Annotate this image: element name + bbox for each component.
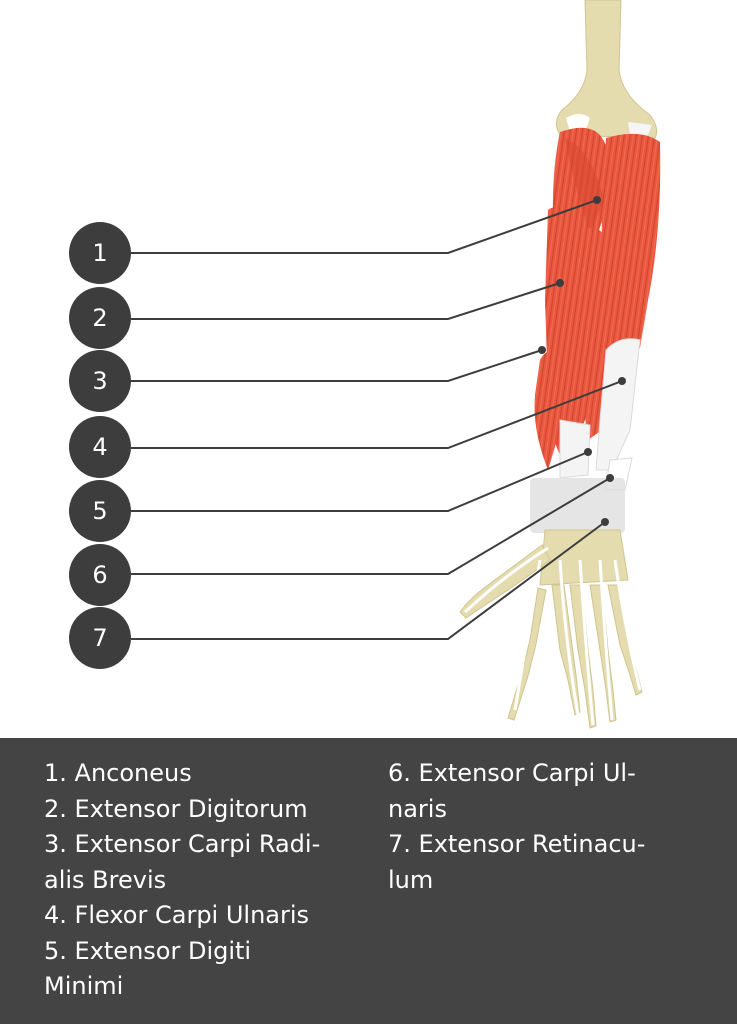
- legend-panel: 1. Anconeus 2. Extensor Digitorum 3. Ext…: [0, 738, 737, 1024]
- leader-dot-4: [618, 377, 626, 385]
- legend-column-right: 6. Extensor Carpi Ul- naris 7. Extensor …: [388, 756, 708, 898]
- marker-2: 2: [69, 287, 131, 349]
- legend-item-3-line-2: alis Brevis: [44, 865, 167, 894]
- legend-item-4: 4. Flexor Carpi Ulnaris: [44, 901, 310, 929]
- legend-item-6-line-1: 6. Extensor Carpi Ul-: [388, 759, 636, 787]
- legend-item-1: 1. Anconeus: [44, 759, 192, 787]
- marker-4: 4: [69, 416, 131, 478]
- leader-dot-5: [584, 448, 592, 456]
- leader-line-1: [131, 199, 598, 254]
- marker-5: 5: [69, 480, 131, 542]
- forearm-illustration: [131, 0, 661, 729]
- leader-line-5: [131, 451, 589, 512]
- medial-muscle-group: [581, 133, 661, 440]
- leader-dots: [538, 196, 626, 526]
- tendons: [559, 338, 641, 491]
- leader-dot-2: [556, 279, 564, 287]
- hand-bones: [459, 529, 643, 729]
- leader-line-7: [131, 521, 606, 640]
- leader-line-3: [131, 349, 543, 382]
- leader-dot-6: [606, 474, 614, 482]
- legend-item-5-line-1: 5. Extensor Digiti: [44, 936, 252, 965]
- legend-item-2: 2. Extensor Digitorum: [44, 794, 308, 823]
- leader-line-4: [131, 380, 623, 449]
- marker-3: 3: [69, 350, 131, 412]
- hand-tendons: [463, 546, 642, 726]
- marker-6: 6: [69, 544, 131, 606]
- legend-item-6-line-2: naris: [388, 794, 447, 823]
- humerus-bone: [556, 0, 658, 139]
- marker-1: 1: [69, 222, 131, 284]
- leader-dot-7: [601, 518, 609, 526]
- leader-dot-1: [593, 196, 601, 204]
- leader-lines: [131, 199, 623, 640]
- legend-item-5-line-2: Minimi: [44, 972, 124, 1000]
- legend-item-3-line-1: 3. Extensor Carpi Radi-: [44, 830, 321, 858]
- marker-7: 7: [69, 607, 131, 669]
- legend-item-7-line-1: 7. Extensor Retinacu-: [388, 830, 646, 858]
- leader-dot-3: [538, 346, 546, 354]
- retinaculum-band: [530, 478, 625, 533]
- forearm-diagram: 1 2 3 4 5 6 7: [69, 0, 661, 729]
- leader-line-6: [131, 477, 611, 575]
- legend-item-7-line-2: lum: [388, 865, 434, 894]
- leader-line-2: [131, 282, 561, 320]
- legend-column-left: 1. Anconeus 2. Extensor Digitorum 3. Ext…: [44, 756, 364, 1005]
- lateral-muscle-group: [534, 127, 607, 470]
